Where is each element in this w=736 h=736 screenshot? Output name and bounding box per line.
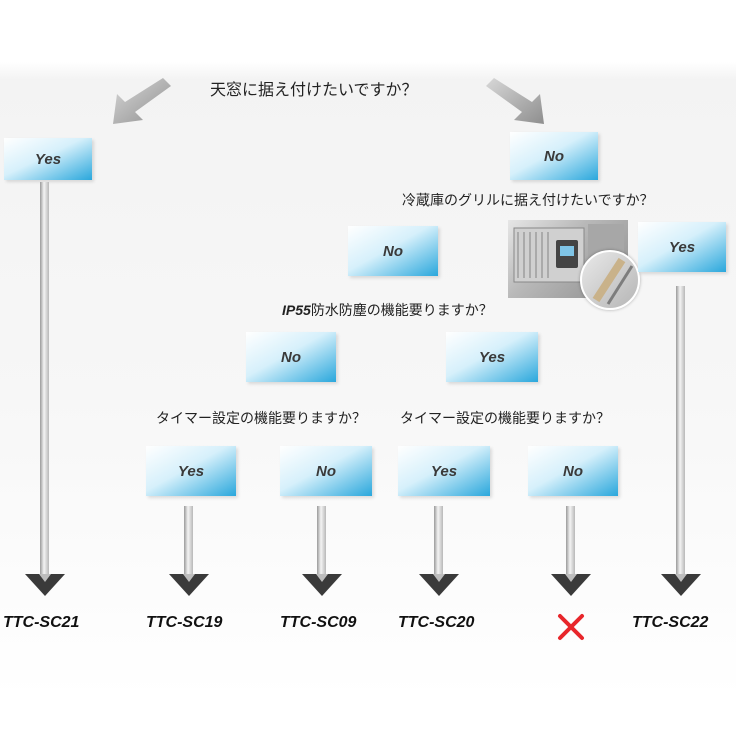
arrow-shaft-sc09 bbox=[317, 506, 326, 577]
ip55-label: IP55 bbox=[282, 302, 311, 318]
result-ttc-sc19: TTC-SC19 bbox=[146, 614, 223, 631]
arrow-head-sc21 bbox=[25, 574, 65, 596]
branch-arrow-right bbox=[486, 78, 544, 124]
question-fridge-grille: 冷蔵庫のグリルに据え付けたいですか？ bbox=[402, 193, 654, 209]
result-ttc-sc09: TTC-SC09 bbox=[280, 614, 357, 631]
arrow-head-sc22 bbox=[661, 574, 701, 596]
result-ttc-sc20: TTC-SC20 bbox=[398, 614, 475, 631]
yes-box-timer-right: Yes bbox=[398, 446, 490, 496]
no-box-timer-right: No bbox=[528, 446, 618, 496]
arrow-shaft-sc21 bbox=[40, 182, 49, 577]
no-box-timer-left: No bbox=[280, 446, 372, 496]
yes-box-fridge-grille: Yes bbox=[638, 222, 726, 272]
photo-zoom-inset bbox=[580, 250, 640, 310]
arrow-head-sc19 bbox=[169, 574, 209, 596]
question-skylight: 天窓に据え付けたいですか？ bbox=[210, 80, 418, 99]
arrow-head-sc09 bbox=[302, 574, 342, 596]
yes-box-timer-left: Yes bbox=[146, 446, 236, 496]
arrow-head-none bbox=[551, 574, 591, 596]
question-timer-left: タイマー設定の機能要りますか？ bbox=[156, 411, 366, 427]
yes-box-ip55: Yes bbox=[446, 332, 538, 382]
arrow-shaft-sc22 bbox=[676, 286, 685, 577]
no-box-ip55: No bbox=[246, 332, 336, 382]
result-ttc-sc21: TTC-SC21 bbox=[3, 614, 80, 631]
red-x-icon bbox=[558, 614, 584, 640]
yes-box-skylight: Yes bbox=[4, 138, 92, 180]
arrow-shaft-sc19 bbox=[184, 506, 193, 577]
question-ip55: IP55防水防塵の機能要りますか？ bbox=[282, 300, 493, 320]
refrigerator-grille-photo bbox=[508, 220, 640, 310]
ip55-question-text: 防水防塵の機能要りますか？ bbox=[310, 303, 493, 319]
result-ttc-sc22: TTC-SC22 bbox=[632, 614, 709, 631]
branch-arrow-left bbox=[113, 78, 171, 124]
arrow-head-sc20 bbox=[419, 574, 459, 596]
arrow-shaft-sc20 bbox=[434, 506, 443, 577]
question-timer-right: タイマー設定の機能要りますか？ bbox=[400, 411, 610, 427]
no-box-skylight: No bbox=[510, 132, 598, 180]
arrow-shaft-none bbox=[566, 506, 575, 577]
no-box-fridge-grille: No bbox=[348, 226, 438, 276]
